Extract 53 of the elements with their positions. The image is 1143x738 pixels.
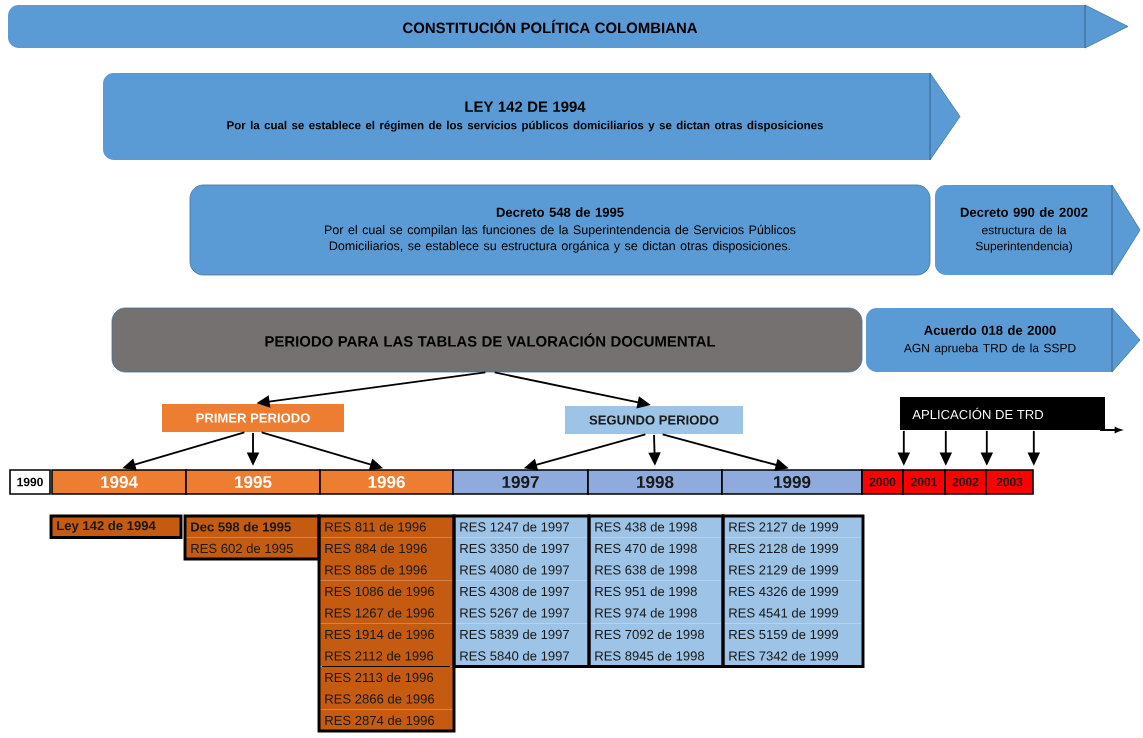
arrow-band: LEY 142 DE 1994 Por la cual se establece el régimen de los servicios públicos domiciliarios y se dictan otras disposiciones bbox=[103, 72, 961, 161]
table-cell: RES 602 de 1995 bbox=[186, 537, 318, 559]
table-cell: RES 2112 de 1996 bbox=[320, 645, 453, 667]
table-cell: RES 4326 de 1999 bbox=[724, 580, 862, 602]
table-cell: RES 438 de 1998 bbox=[590, 516, 722, 538]
year-cell: 2002 bbox=[944, 469, 987, 495]
year-cell: 1997 bbox=[452, 469, 589, 495]
year-cell: 1999 bbox=[721, 469, 863, 495]
period-box: PERIODO PARA LAS TABLAS DE VALORACIÓN DOCUMENTAL bbox=[111, 307, 863, 373]
year-cell: 2001 bbox=[902, 469, 946, 495]
period-label-box: SEGUNDO PERIODO bbox=[565, 406, 743, 434]
table-cell: RES 7342 de 1999 bbox=[724, 645, 862, 667]
arrow-band: Decreto 990 de 2002 estructura de la Superintendencia) bbox=[935, 184, 1141, 276]
table-cell: RES 885 de 1996 bbox=[320, 559, 453, 581]
table-cell: RES 1086 de 1996 bbox=[320, 580, 453, 602]
table-cell: RES 4308 de 1997 bbox=[455, 580, 588, 602]
year-cell: 1990 bbox=[9, 469, 51, 495]
rounded-band: Decreto 548 de 1995 Por el cual se compilan las funciones de la Superintendencia de Servicios Públicos Domiciliarios, se establece su estructura orgánica y se dictan otras disposiciones. bbox=[189, 184, 931, 276]
table-cell: RES 5840 de 1997 bbox=[455, 645, 588, 667]
year-cell: 1994 bbox=[51, 469, 187, 495]
year-cell: 1995 bbox=[185, 469, 321, 495]
table-cell: RES 1247 de 1997 bbox=[455, 516, 588, 538]
table-cell: RES 5159 de 1999 bbox=[724, 623, 862, 645]
table-cell: RES 811 de 1996 bbox=[320, 516, 453, 538]
arrow-band: CONSTITUCIÓN POLÍTICA COLOMBIANA bbox=[8, 4, 1129, 49]
table-cell: RES 2129 de 1999 bbox=[724, 559, 862, 581]
table-cell: RES 2127 de 1999 bbox=[724, 516, 862, 538]
table-cell: RES 2113 de 1996 bbox=[320, 666, 453, 688]
table-cell: RES 1914 de 1996 bbox=[320, 623, 453, 645]
table-cell: RES 7092 de 1998 bbox=[590, 623, 722, 645]
table-cell: RES 3350 de 1997 bbox=[455, 537, 588, 559]
year-cell: 1996 bbox=[319, 469, 454, 495]
arrow-band: APLICACIÓN DE TRD bbox=[900, 397, 1122, 433]
table-cell: RES 974 de 1998 bbox=[590, 602, 722, 624]
table-cell: RES 638 de 1998 bbox=[590, 559, 722, 581]
table-cell: Dec 598 de 1995 bbox=[186, 516, 318, 538]
table-cell: RES 2128 de 1999 bbox=[724, 537, 862, 559]
table-cell: RES 884 de 1996 bbox=[320, 537, 453, 559]
arrow-band: Acuerdo 018 de 2000 AGN aprueba TRD de la SSPD bbox=[866, 307, 1141, 373]
period-label-box: PRIMER PERIODO bbox=[162, 404, 344, 432]
table-cell: RES 2866 de 1996 bbox=[320, 688, 453, 710]
table-cell: RES 5267 de 1997 bbox=[455, 602, 588, 624]
year-cell: 2003 bbox=[985, 469, 1034, 495]
table-cell: RES 2874 de 1996 bbox=[320, 709, 453, 731]
year-cell: 2000 bbox=[861, 469, 904, 495]
table-cell: RES 470 de 1998 bbox=[590, 537, 722, 559]
table-cell: RES 1267 de 1996 bbox=[320, 602, 453, 624]
table-cell: RES 4541 de 1999 bbox=[724, 602, 862, 624]
table-cell: RES 951 de 1998 bbox=[590, 580, 722, 602]
table-cell: RES 8945 de 1998 bbox=[590, 645, 722, 667]
table-cell: RES 4080 de 1997 bbox=[455, 559, 588, 581]
year-cell: 1998 bbox=[587, 469, 723, 495]
table-cell: RES 5839 de 1997 bbox=[455, 623, 588, 645]
